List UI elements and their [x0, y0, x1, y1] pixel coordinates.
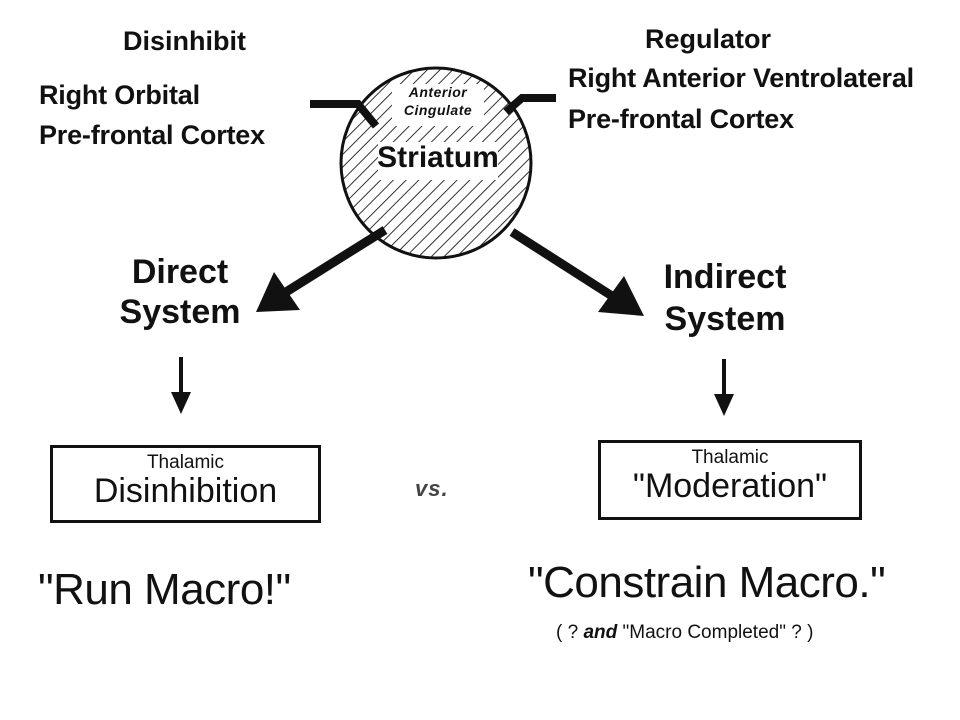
thalamic-disinhibition-box: Thalamic Disinhibition [50, 445, 321, 523]
note-and: and [583, 622, 618, 643]
striatum-title: Striatum [377, 141, 499, 174]
arrow-down-indirect [714, 359, 734, 416]
prefrontal-cortex-right-label: Pre-frontal Cortex [568, 104, 794, 134]
direct-system-label-line2: System [119, 293, 241, 331]
thalamic-moderation-box: Thalamic "Moderation" [598, 440, 862, 520]
constrain-macro-text: "Constrain Macro." [528, 558, 886, 607]
vs-label: vs. [415, 476, 449, 501]
macro-completed-note: ( ? and "Macro Completed" ? ) [556, 622, 813, 644]
note-open: ( ? [556, 622, 584, 643]
arrow-to-indirect-system [509, 228, 644, 316]
striatum-circle [339, 66, 533, 260]
disinhibit-heading: Disinhibit [123, 26, 246, 56]
right-orbital-label: Right Orbital [39, 80, 200, 110]
arrow-down-direct [171, 357, 191, 414]
direct-system-label-line1: Direct [131, 253, 229, 291]
left-input-connector [310, 100, 380, 129]
thalamic-label-left: Thalamic [146, 452, 225, 473]
note-rest: "Macro Completed" ? ) [617, 622, 814, 643]
right-anterior-ventrolateral-label: Right Anterior Ventrolateral [568, 63, 914, 93]
moderation-label: "Moderation" [632, 467, 828, 505]
indirect-system-label-line1: Indirect [663, 258, 787, 296]
anterior-label: Anterior [408, 84, 468, 100]
regulator-heading: Regulator [645, 24, 772, 54]
prefrontal-cortex-left-label: Pre-frontal Cortex [39, 120, 265, 150]
right-input-connector [503, 94, 556, 116]
run-macro-text: "Run Macro!" [38, 565, 291, 614]
arrow-to-direct-system [256, 226, 388, 312]
disinhibition-label: Disinhibition [93, 472, 278, 510]
thalamic-label-right: Thalamic [691, 447, 769, 468]
indirect-system-label-line2: System [664, 300, 786, 338]
cingulate-label: Cingulate [403, 102, 473, 118]
